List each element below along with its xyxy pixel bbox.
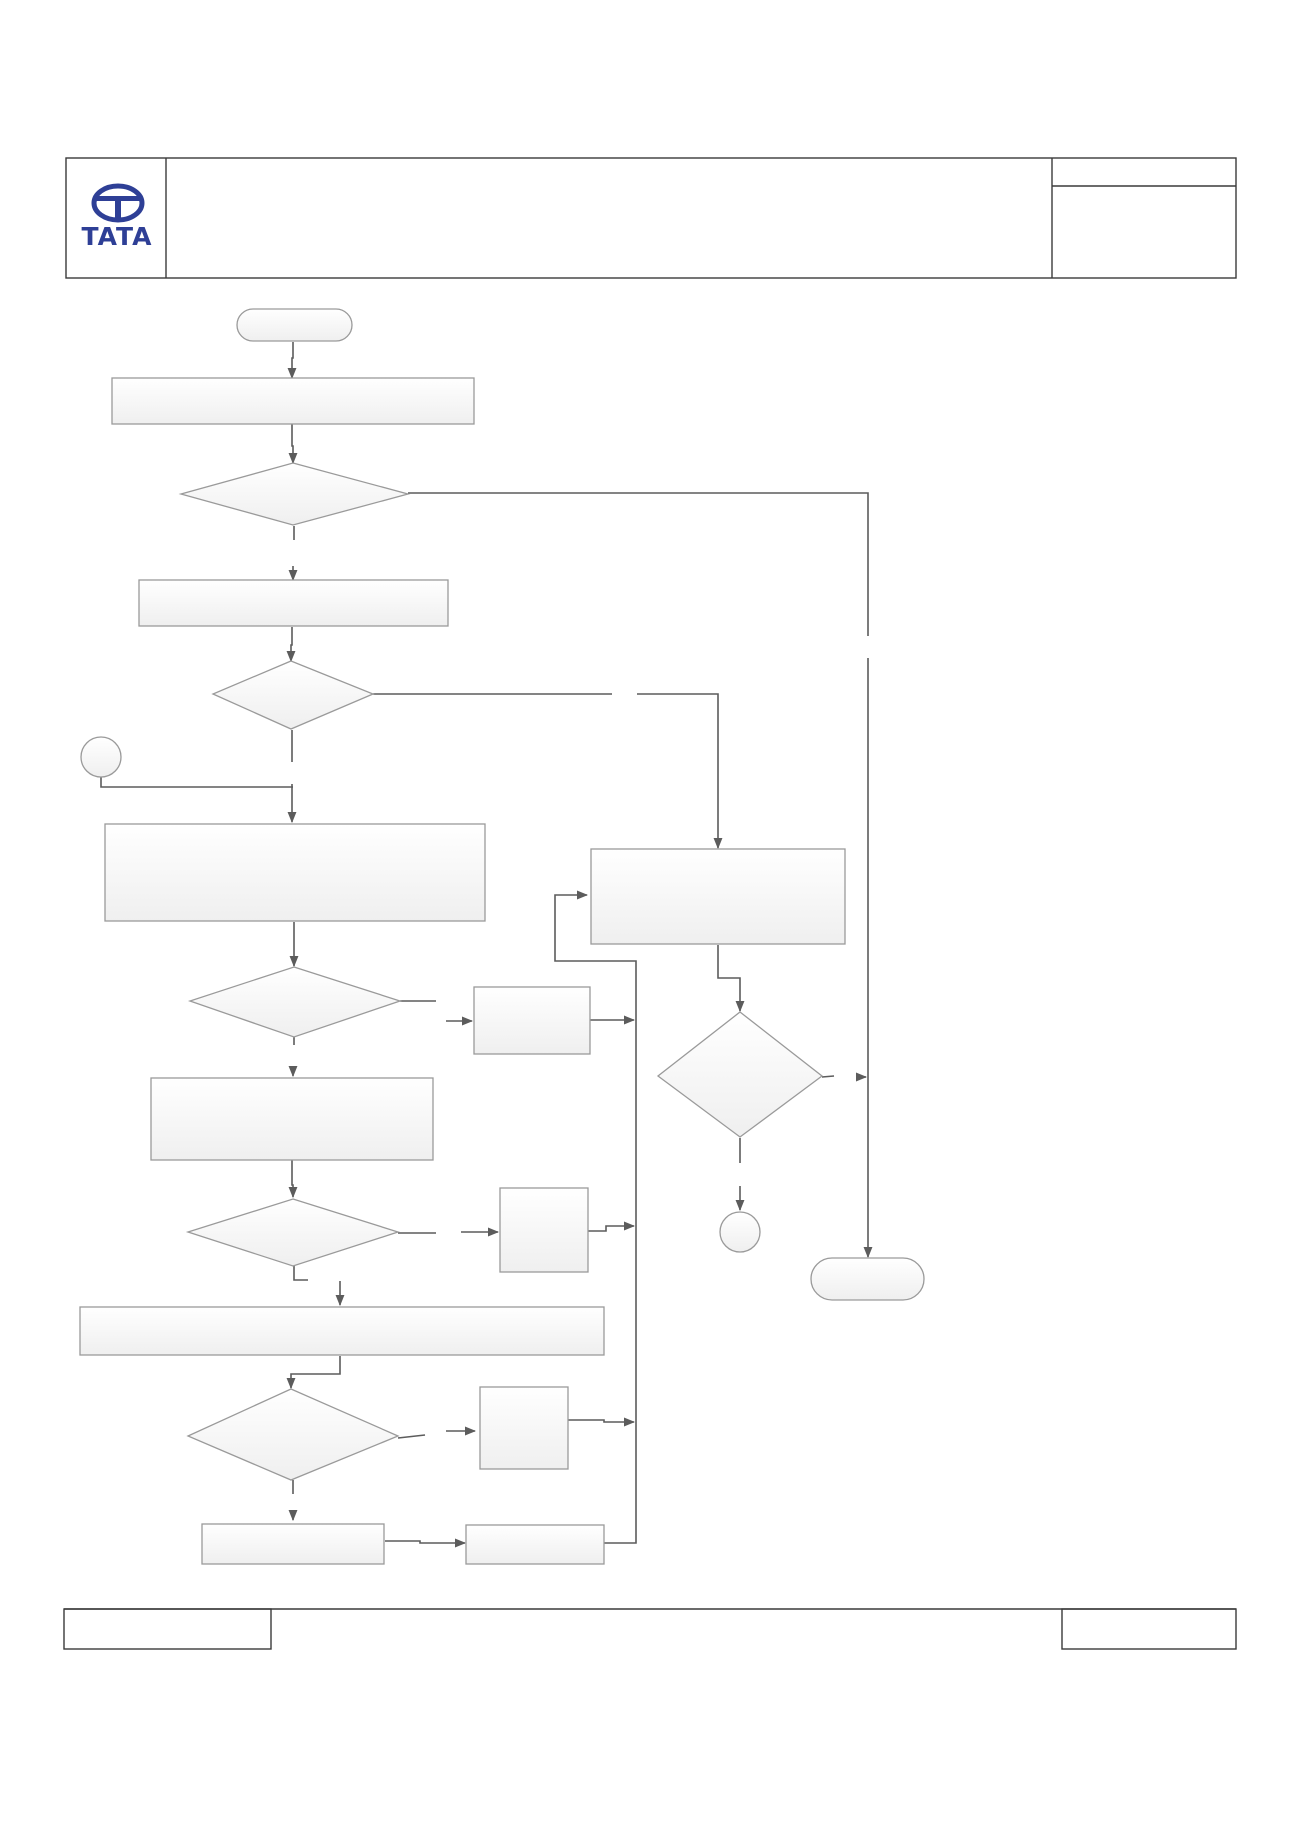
connector-circle-out [719,1211,761,1253]
process-box-1 [111,377,475,425]
process-box-2 [138,579,449,627]
connector-off-page-in [100,777,293,788]
footer-right-cell [1061,1608,1237,1650]
logo-text: TATA [82,222,153,251]
tata-t-emblem-icon [91,183,145,223]
decision-diamond-5 [186,1388,400,1481]
side-box-3 [479,1386,569,1470]
footer-left-cell [63,1608,272,1650]
document-footer [63,1608,1237,1650]
end-terminator [810,1257,925,1301]
connectors [100,342,873,1548]
connector-start-to-step-1 [287,342,297,380]
connector-step-4-to-decision-4 [288,1160,298,1199]
decision-diamond-4 [185,1198,401,1267]
decision-diamond-1 [178,462,411,526]
connector-decision-5-right-stub [397,1434,426,1439]
process-box-4 [150,1077,434,1161]
process-box-bottom [201,1523,385,1565]
connector-side-box-2-to-collector [588,1221,636,1232]
connector-right-process-to-decision-6 [717,945,745,1013]
decision-diamond-6 [656,1011,824,1138]
connector-step-2-to-decision-2 [286,627,296,663]
connector-decision-2-to-right-process [637,693,723,850]
connector-decision-6-right-stub [821,1075,835,1078]
process-box-wide [79,1306,605,1356]
side-box-1 [473,986,591,1055]
connector-step-1-to-decision-1 [288,424,298,465]
process-box-bottom-right [465,1524,605,1565]
tata-logo: TATA [82,183,153,251]
decision-diamond-2 [211,660,375,730]
process-box-3 [104,823,486,922]
connector-decision-1-right-a [408,492,869,636]
header-frame [65,157,1237,279]
document-header [65,157,1237,279]
process-box-right [590,848,846,945]
connector-circle-in [80,736,122,778]
start-terminator [236,308,353,342]
connector-decision-4-down-a [293,1266,308,1281]
connector-collector-loop [554,890,637,1544]
decision-diamond-3 [187,966,403,1038]
connector-bottom-box-to-bottom-right-box [385,1538,467,1548]
side-box-2 [499,1187,589,1273]
connector-wide-step-to-decision-5 [286,1356,341,1390]
connector-side-box-3-to-collector [568,1417,636,1427]
flowchart-shapes [79,308,925,1565]
